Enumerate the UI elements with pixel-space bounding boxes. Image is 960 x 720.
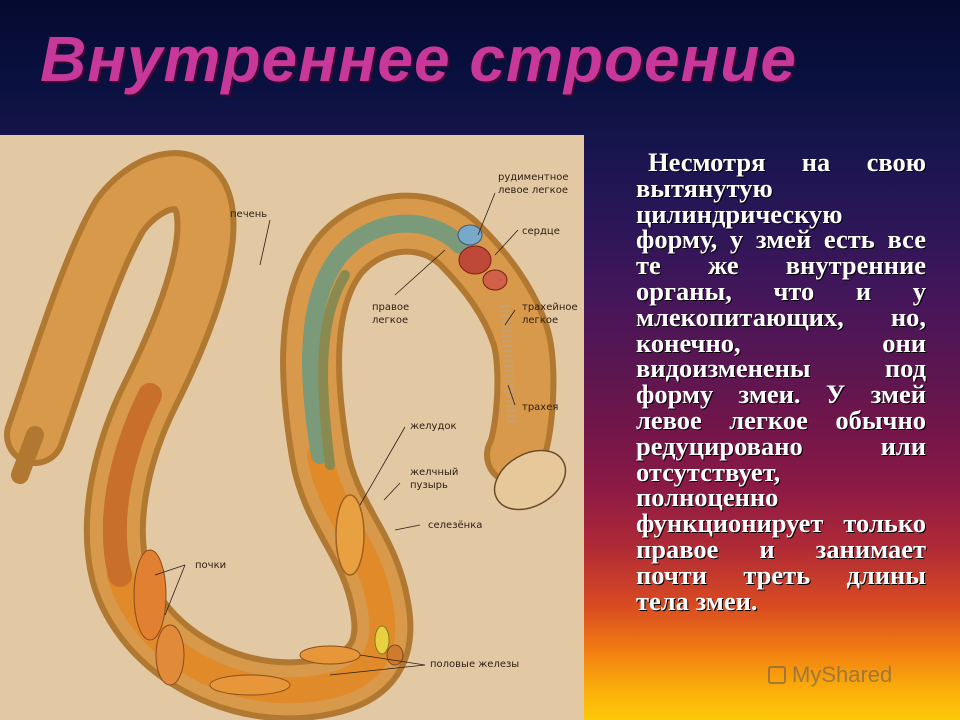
label-tracheal-lung-2: легкое (522, 315, 558, 326)
label-spleen: селезёнка (428, 520, 482, 531)
label-kidneys: почки (195, 560, 226, 571)
label-rudimentary-left-lung-1: рудиментное (498, 172, 569, 183)
label-gallbladder-1: желчный (410, 467, 458, 478)
label-stomach: желудок (410, 421, 457, 432)
snake-anatomy-figure: печень рудиментное левое легкое сердце п… (0, 135, 584, 720)
label-trachea: трахея (522, 402, 558, 413)
label-tracheal-lung-1: трахейное (522, 302, 578, 313)
label-liver: печень (230, 209, 267, 220)
slide-title: Внутреннее строение (40, 23, 797, 95)
label-rudimentary-left-lung-2: левое легкое (498, 185, 568, 196)
label-right-lung-2: легкое (372, 315, 408, 326)
watermark-text: MyShared (792, 662, 893, 687)
body-text: Несмотря на свою вытянутую цилиндрическу… (636, 147, 926, 616)
label-gonads: половые железы (430, 659, 519, 670)
watermark: MyShared (768, 662, 892, 688)
snake-anatomy-illustration: печень рудиментное левое легкое сердце п… (4, 150, 578, 720)
label-heart: сердце (522, 226, 560, 237)
label-right-lung-1: правое (372, 302, 409, 313)
watermark-logo-icon (768, 666, 786, 684)
label-gallbladder-2: пузырь (410, 480, 448, 491)
